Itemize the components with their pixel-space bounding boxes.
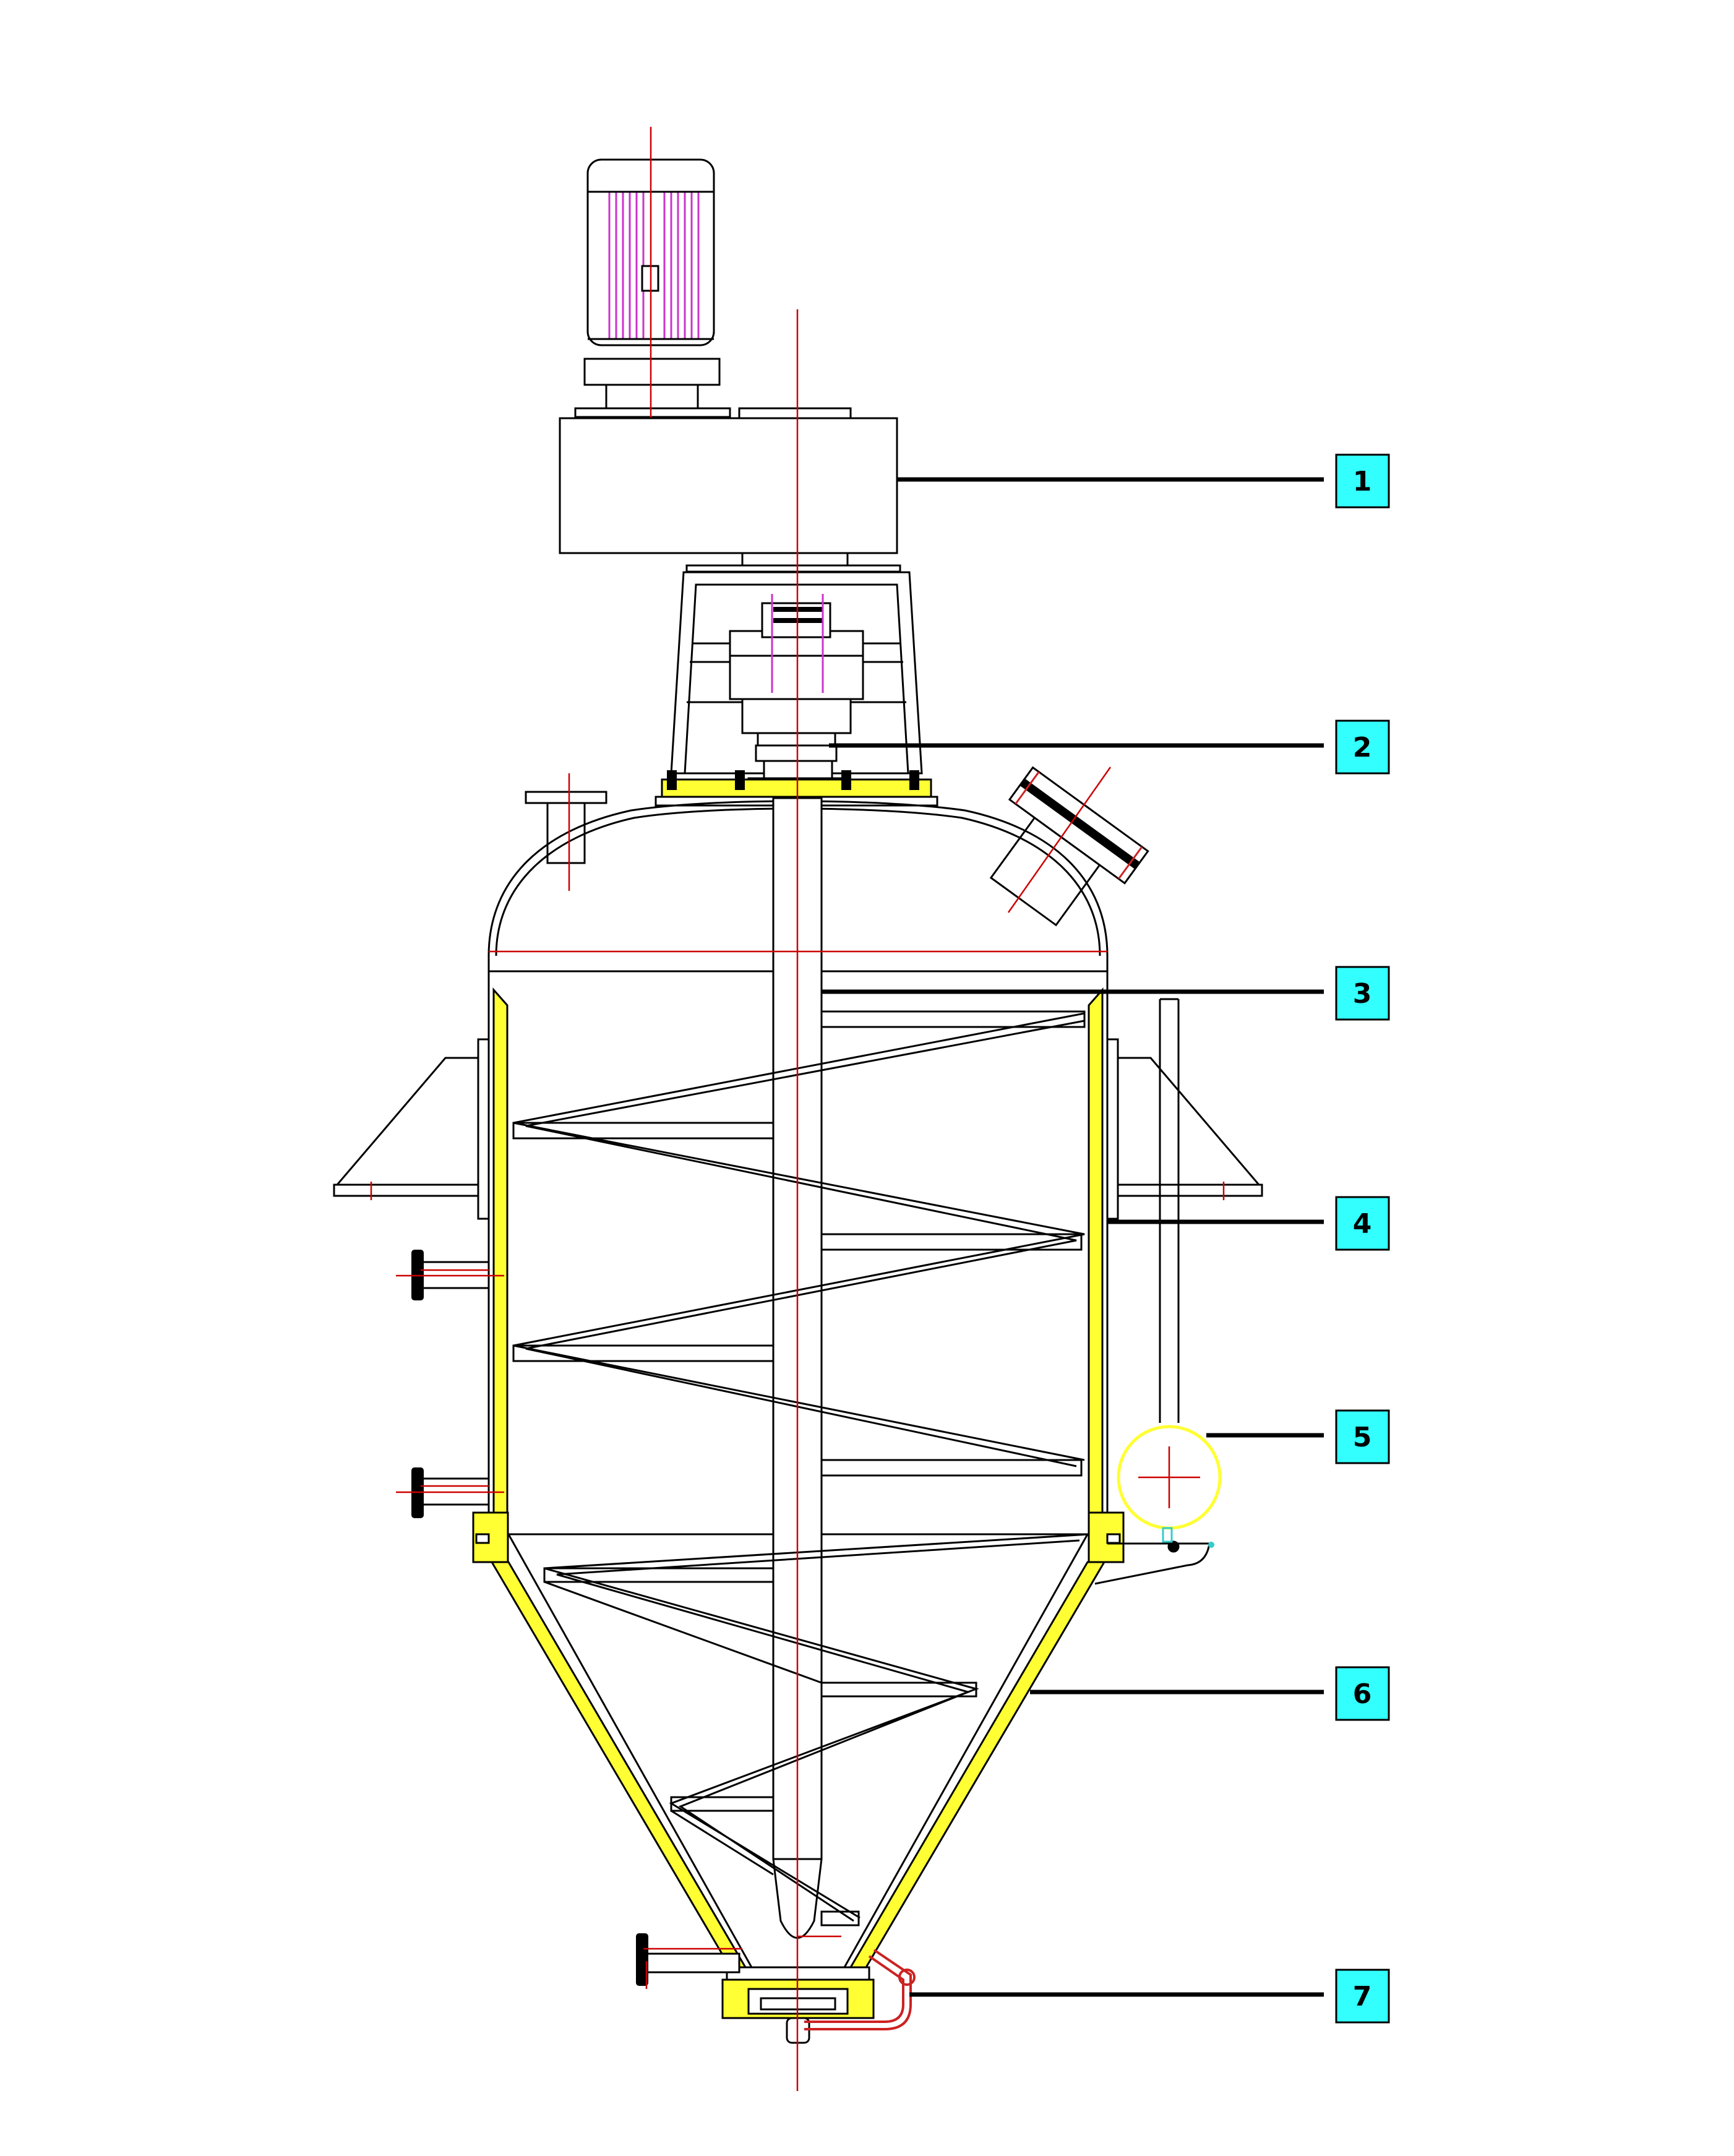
callout-6: 6 — [1335, 1666, 1390, 1721]
callout-label: 4 — [1353, 1208, 1372, 1240]
callout-1: 1 — [1335, 453, 1390, 509]
ribbon-agitator — [512, 1010, 1089, 1926]
lower-bracket-right — [1094, 1527, 1214, 1585]
bottom-nozzle — [636, 1933, 740, 1986]
callout-label: 5 — [1353, 1422, 1372, 1453]
support-lug-left — [333, 1038, 490, 1220]
callout-2: 2 — [1335, 719, 1390, 775]
top-nozzle-left — [525, 791, 607, 864]
centerlines — [370, 127, 1225, 2091]
callout-3: 3 — [1335, 966, 1390, 1021]
sight-glass-nozzle — [989, 766, 1149, 927]
callout-label: 3 — [1353, 978, 1372, 1010]
cone-shell — [507, 1534, 1089, 1968]
motor — [574, 158, 731, 418]
callout-label: 6 — [1353, 1678, 1372, 1710]
callout-7: 7 — [1335, 1969, 1390, 2024]
leader-lines — [822, 477, 1324, 1997]
callout-4: 4 — [1335, 1196, 1390, 1251]
support-lug-right — [1106, 1038, 1263, 1220]
bottom-drain-pipe — [804, 1949, 916, 2030]
callout-label: 2 — [1353, 732, 1372, 763]
girth-flange — [472, 1511, 1125, 1563]
motor-winding-lines — [608, 192, 700, 339]
callout-label: 1 — [1353, 466, 1372, 497]
callout-label: 7 — [1353, 1981, 1372, 2012]
vertical-pipe-right — [1159, 998, 1180, 1423]
callout-5: 5 — [1335, 1409, 1390, 1464]
gearbox — [559, 407, 901, 573]
vessel-shell — [487, 800, 1109, 1547]
coupling-magenta — [771, 594, 824, 693]
drive-support-frame — [670, 571, 923, 775]
